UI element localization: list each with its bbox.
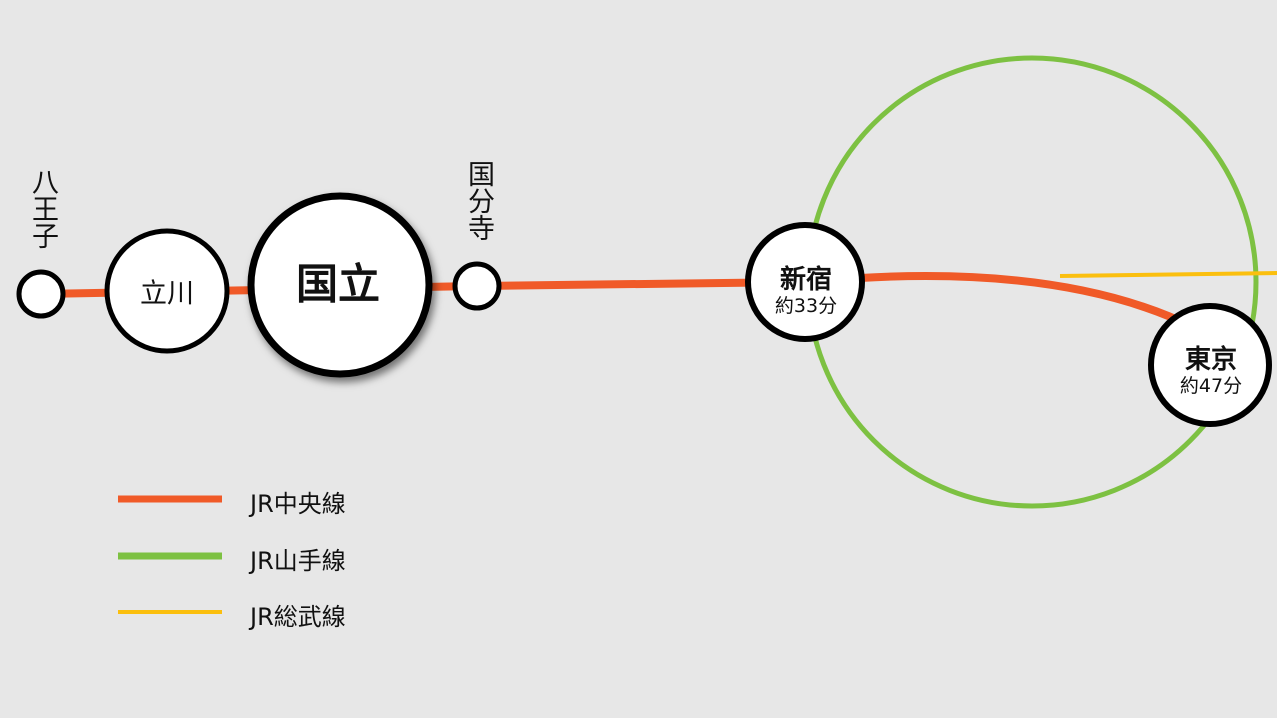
- station-kunitachi-label: 国立: [295, 259, 381, 309]
- station-tokyo-label: 東京: [1184, 345, 1237, 375]
- station-kunitachi-marker[interactable]: [247, 192, 433, 378]
- legend-label-sobu: JR総武線: [250, 603, 346, 631]
- station-hachioji-marker[interactable]: [16, 269, 66, 319]
- station-kokubunji-marker[interactable]: [452, 261, 502, 311]
- station-tokyo-marker[interactable]: [1148, 303, 1272, 427]
- station-hachioji-label: 八王子: [27, 168, 58, 249]
- station-shinjuku-info: 新宿 約33分: [775, 265, 837, 317]
- station-kokubunji-label: 国分寺: [463, 160, 494, 241]
- legend-label-chuo: JR中央線: [250, 490, 346, 518]
- station-tachikawa-label: 立川: [140, 278, 194, 310]
- station-tachikawa-marker[interactable]: [104, 228, 230, 354]
- station-tokyo-time: 約47分: [1179, 375, 1243, 397]
- sobu-line: [1059, 271, 1277, 278]
- station-shinjuku-label: 新宿: [779, 265, 832, 295]
- station-tokyo-info: 東京 約47分: [1180, 345, 1242, 397]
- legend-label-yamanote: JR山手線: [250, 547, 346, 575]
- chuo-line-east: [803, 272, 1197, 332]
- station-shinjuku-time: 約33分: [774, 295, 838, 317]
- station-shinjuku-marker[interactable]: [745, 222, 865, 342]
